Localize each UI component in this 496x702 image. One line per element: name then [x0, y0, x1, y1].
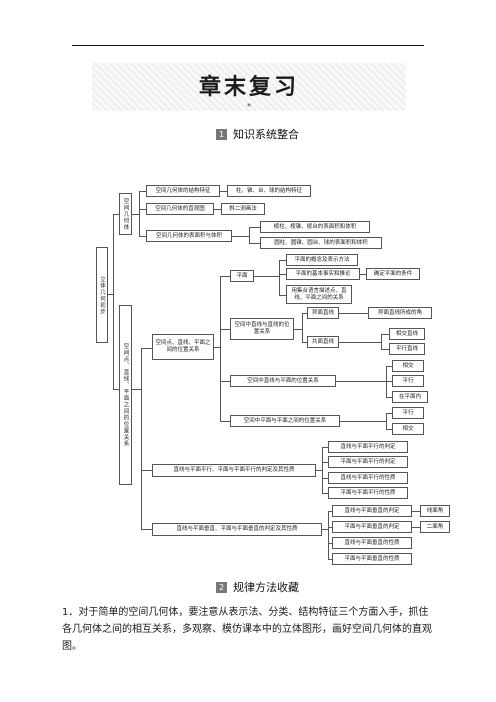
node-line-plane-parallel-property: 直线与平面平行的性质 [328, 472, 408, 484]
node-line-plane-intersect: 相交 [392, 360, 424, 372]
node-plane-conditions: 确定平面的条件 [366, 268, 420, 280]
node-oblique-method: 斜二测画法 [221, 203, 265, 215]
node-line-plane-parallel: 平行 [392, 375, 424, 387]
chapter-title-mark: * [247, 102, 251, 111]
method-paragraph: 1．对于简单的空间几何体，要注意从表示法、分类、结构特征三个方面入手，抓住各几何… [62, 607, 432, 652]
node-structure-detail: 柱、锥、台、球的结构特征 [227, 185, 311, 197]
chapter-banner: 章末复习 * [92, 63, 406, 111]
node-intuitive-drawing: 空间几何体的直观图 [146, 203, 214, 215]
node-line-plane-parallel-test: 直线与平面平行的判定 [328, 441, 408, 453]
node-plane-plane-perp-property: 平面与平面垂直的性质 [332, 553, 412, 565]
node-set-language: 用集合语言描述点、直线、平面之间的关系 [286, 285, 352, 304]
node-coplanar-lines: 共面直线 [307, 336, 339, 348]
node-parallel-lines: 平行直线 [389, 343, 425, 355]
section-number-badge: 2 [216, 581, 227, 593]
node-plane-plane-relations: 空间中平面与平面之间的位置关系 [230, 415, 340, 427]
page-top-rule [72, 45, 424, 46]
node-plane-plane-parallel-property: 平面与平面平行的性质 [328, 487, 408, 499]
node-cylinder-cone-area: 圆柱、圆锥、圆台、球的表面积和体积 [260, 237, 382, 249]
node-plane-concept: 平面的概念及表示方法 [286, 254, 358, 266]
node-dihedral-angle: 二面角 [420, 521, 450, 533]
node-line-plane-relations: 空间中直线与平面的位置关系 [230, 375, 336, 387]
node-point-line-plane-relations: 空间点、直线、平面之间的位置关系 [152, 334, 214, 360]
node-skew-angle: 异面直线所成的角 [368, 307, 432, 319]
node-plane: 平面 [230, 270, 254, 282]
node-line-in-plane: 在平面内 [392, 391, 428, 403]
node-perpendicular-criteria: 直线与平面垂直、平面与平面垂直的判定及其性质 [152, 523, 322, 536]
node-line-line-relations: 空间中直线与直线的位置关系 [230, 318, 294, 340]
node-line-plane-perp-property: 直线与平面垂直的性质 [332, 537, 412, 549]
node-plane-plane-parallel-test: 平面与平面平行的判定 [328, 456, 408, 468]
node-skew-lines: 异面直线 [307, 307, 339, 319]
node-intersecting-lines: 相交直线 [389, 328, 425, 340]
mindmap-root: 立体几何初步 [96, 247, 108, 343]
node-parallel-criteria: 直线与平面平行、平面与平面平行的判定及其性质 [152, 464, 316, 477]
node-prism-pyramid-area: 棱柱、棱锥、棱台的表面积和体积 [260, 221, 370, 233]
node-surface-volume: 空间几何体的表面积与体积 [146, 230, 232, 242]
branch-solid-geometry: 空间几何体 [119, 193, 132, 235]
node-structure-features: 空间几何体的结构特征 [146, 185, 220, 197]
node-line-plane-angle: 线面角 [420, 505, 450, 517]
node-line-plane-perp-test: 直线与平面垂直的判定 [332, 505, 412, 517]
node-plane-plane-intersect: 相交 [392, 423, 424, 435]
section-heading-methods: 2 规律方法收藏 [216, 580, 299, 594]
branch-spatial-relations: 空间点、直线、平面之间的位置关系 [119, 305, 132, 485]
section-number-badge: 1 [216, 128, 227, 140]
chapter-title: 章末复习 [198, 75, 299, 100]
node-plane-plane-perp-test: 平面与平面垂直的判定 [332, 521, 412, 533]
section-heading-knowledge: 1 知识系统整合 [216, 127, 299, 141]
node-plane-axioms: 平面的基本事实和推论 [286, 268, 360, 280]
section-title: 规律方法收藏 [233, 581, 299, 594]
section-title: 知识系统整合 [233, 128, 299, 141]
node-plane-plane-parallel: 平行 [392, 407, 424, 419]
